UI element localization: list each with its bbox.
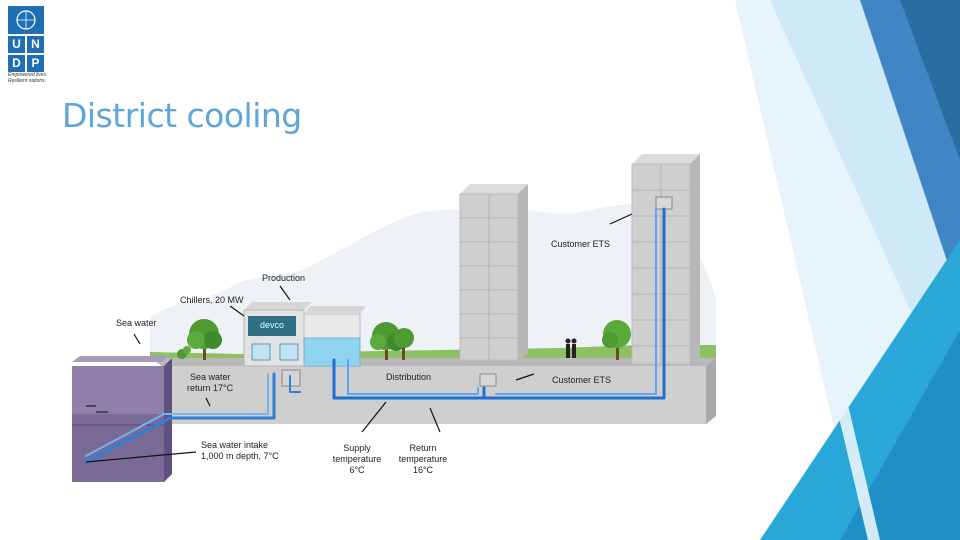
label-production: Production [262,273,306,283]
building-tall [631,154,700,365]
label-supply-line3: 6°C [349,465,365,475]
label-customer-ets-top: Customer ETS [551,239,611,249]
label-sea-water: Sea water [116,318,157,328]
building-mid [459,184,528,361]
label-sea-water-return-line1: Sea water [190,372,231,382]
logo-letter-u: U [8,36,25,53]
label-return-temperature: Return temperature 16°C [394,443,452,476]
decorative-background-shapes [735,0,960,540]
sea-cross-section [72,356,172,482]
label-customer-ets-bottom: Customer ETS [552,375,612,385]
customer-ets-unit-mid [479,373,497,387]
tree-icons [177,319,631,360]
customer-ets-unit-top [655,196,673,210]
label-return-line1: Return [409,443,437,453]
label-sea-water-intake: Sea water intake 1,000 m depth, 7°C [201,440,279,462]
logo-letter-d: D [8,55,25,72]
label-chillers: Chillers, 20 MW [180,295,244,305]
return-pipe-tall [495,208,657,395]
logo-letter-n: N [27,36,44,53]
sea-intake-pipe [84,372,276,464]
label-sea-water-intake-line1: Sea water intake [201,440,269,450]
devco-logo: devco [248,316,296,336]
return-pipe [347,359,479,395]
label-supply-line2: temperature [332,454,382,464]
label-sea-water-intake-line2: 1,000 m depth, 7°C [201,451,279,461]
label-supply-temperature: Supply temperature 6°C [328,443,386,476]
pipe-network [84,207,666,464]
label-supply-line1: Supply [343,443,371,453]
fish-icons [86,405,108,413]
plant-loop-pipe [289,375,301,393]
slide-title: District cooling [62,96,302,135]
label-return-line3: 16°C [412,465,434,475]
people-icon [565,338,577,358]
annotation-leader-lines [85,213,633,463]
label-return-line2: temperature [398,454,448,464]
label-sea-water-return: Sea water return 17°C [187,372,234,394]
label-sea-water-return-line2: return 17°C [187,383,234,393]
sky-background [150,204,716,358]
logo-letter-p: P [27,55,44,72]
label-distribution: Distribution [386,372,432,382]
un-emblem-icon [8,6,44,34]
supply-pipe-tall [482,207,666,400]
supply-pipe [332,358,486,400]
logo-tagline: Empowered lives. Resilient nations. [8,72,48,84]
sea-return-pipe [85,373,269,457]
